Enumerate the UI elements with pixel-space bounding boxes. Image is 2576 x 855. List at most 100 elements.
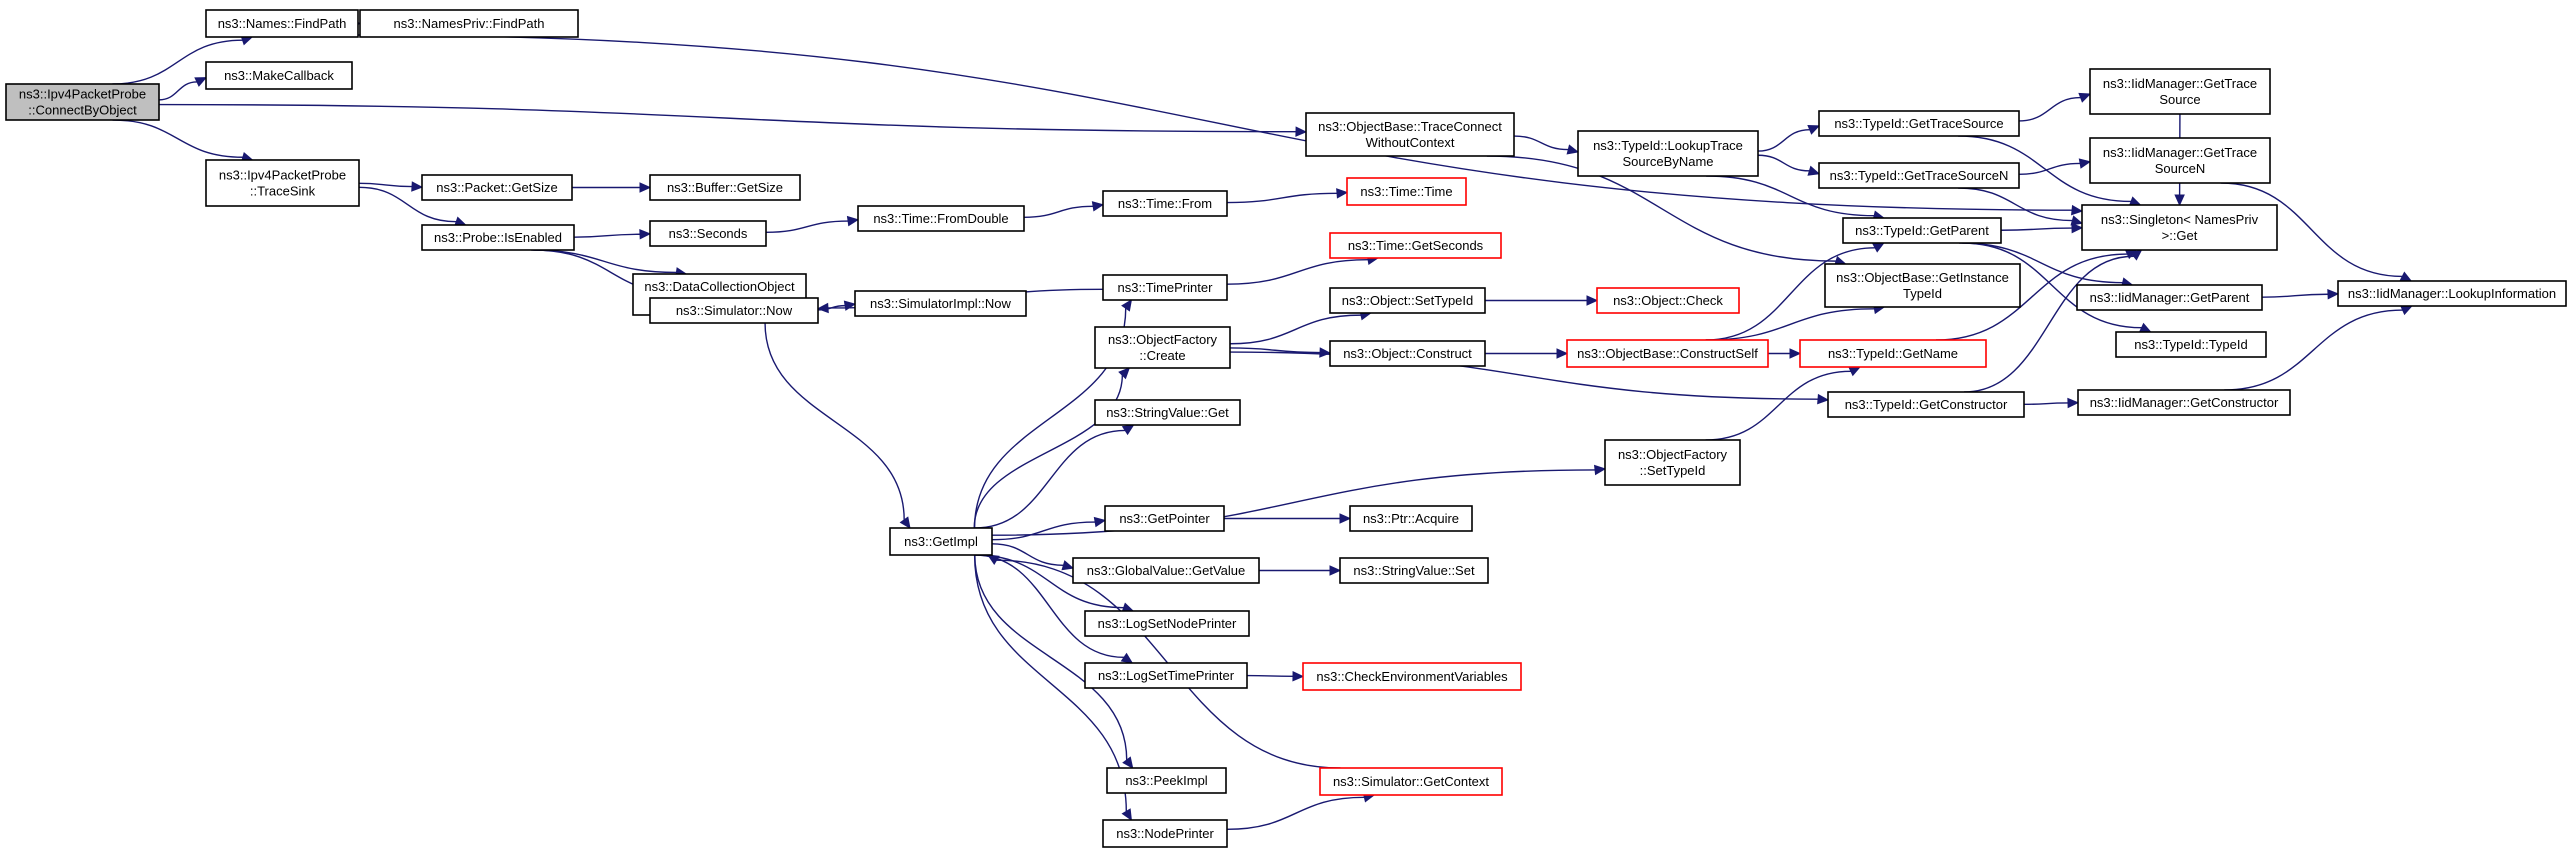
node-box[interactable] [857, 205, 1025, 232]
node-box[interactable] [1349, 505, 1473, 532]
node-box[interactable] [2089, 137, 2271, 184]
node-box[interactable] [205, 9, 359, 38]
node-box[interactable] [1818, 110, 2020, 137]
node-box[interactable] [1302, 662, 1522, 691]
node-object-check[interactable]: ns3::Object::Check [1596, 287, 1740, 314]
node-box[interactable] [359, 9, 579, 38]
node-getpointer[interactable]: ns3::GetPointer [1104, 505, 1225, 532]
node-box[interactable] [1106, 767, 1227, 794]
node-time-fromdouble[interactable]: ns3::Time::FromDouble [857, 205, 1025, 232]
node-nodeprinter[interactable]: ns3::NodePrinter [1102, 819, 1228, 848]
node-iidmanager-getparent[interactable]: ns3::IidManager::GetParent [2076, 284, 2263, 311]
node-box[interactable] [1842, 217, 2002, 244]
node-box[interactable] [2077, 389, 2291, 416]
node-objectbase-traceconnectwithoutcontext[interactable]: ns3::ObjectBase::TraceConnectWithoutCont… [1305, 112, 1515, 157]
node-time-from[interactable]: ns3::Time::From [1102, 190, 1228, 217]
node-iidmanager-getconstructor[interactable]: ns3::IidManager::GetConstructor [2077, 389, 2291, 416]
node-box[interactable] [1566, 339, 1769, 368]
node-box[interactable] [889, 527, 993, 556]
node-box[interactable] [1818, 162, 2020, 189]
node-box[interactable] [1084, 662, 1248, 689]
node-box[interactable] [1319, 767, 1503, 796]
node-box[interactable] [854, 290, 1027, 317]
node-box[interactable] [205, 61, 353, 90]
node-box[interactable] [2076, 284, 2263, 311]
node-box[interactable] [1799, 339, 1987, 368]
node-box[interactable] [1072, 557, 1260, 584]
node-stringvalue-set[interactable]: ns3::StringValue::Set [1339, 557, 1489, 584]
node-logsetnodeprinter[interactable]: ns3::LogSetNodePrinter [1084, 610, 1250, 637]
node-box[interactable] [1102, 190, 1228, 217]
node-ipv4packetprobe-connectbyobject[interactable]: ns3::Ipv4PacketProbe::ConnectByObject [5, 83, 160, 121]
node-typeid-gettracesource[interactable]: ns3::TypeId::GetTraceSource [1818, 110, 2020, 137]
node-objectfactory-create[interactable]: ns3::ObjectFactory::Create [1094, 326, 1231, 369]
node-box[interactable] [649, 220, 767, 247]
node-box[interactable] [1824, 263, 2021, 308]
node-logsettimeprinter[interactable]: ns3::LogSetTimePrinter [1084, 662, 1248, 689]
node-makecallback[interactable]: ns3::MakeCallback [205, 61, 353, 90]
node-box[interactable] [649, 174, 801, 201]
node-box[interactable] [1094, 399, 1241, 426]
node-box[interactable] [1339, 557, 1489, 584]
node-simulator-now[interactable]: ns3::Simulator::Now [649, 297, 819, 324]
node-timeprinter[interactable]: ns3::TimePrinter [1102, 274, 1228, 301]
node-box[interactable] [649, 297, 819, 324]
node-typeid-getname[interactable]: ns3::TypeId::GetName [1799, 339, 1987, 368]
node-box[interactable] [1346, 177, 1467, 206]
node-box[interactable] [1827, 391, 2025, 418]
node-time-getseconds[interactable]: ns3::Time::GetSeconds [1329, 232, 1502, 259]
node-box[interactable] [2089, 68, 2271, 115]
node-typeid-gettracesourcen[interactable]: ns3::TypeId::GetTraceSourceN [1818, 162, 2020, 189]
node-packet-getsize[interactable]: ns3::Packet::GetSize [421, 174, 573, 201]
node-objectfactory-settypeid[interactable]: ns3::ObjectFactory::SetTypeId [1604, 439, 1741, 486]
node-box[interactable] [1329, 232, 1502, 259]
node-globalvalue-getvalue[interactable]: ns3::GlobalValue::GetValue [1072, 557, 1260, 584]
node-box[interactable] [1596, 287, 1740, 314]
node-box[interactable] [205, 159, 360, 207]
node-typeid-getconstructor[interactable]: ns3::TypeId::GetConstructor [1827, 391, 2025, 418]
node-getimpl[interactable]: ns3::GetImpl [889, 527, 993, 556]
node-objectbase-constructself[interactable]: ns3::ObjectBase::ConstructSelf [1566, 339, 1769, 368]
node-box[interactable] [5, 83, 160, 121]
node-box[interactable] [1102, 819, 1228, 848]
node-box[interactable] [421, 224, 575, 251]
node-time-time[interactable]: ns3::Time::Time [1346, 177, 1467, 206]
edge-n28-to-n19 [986, 554, 1341, 769]
node-box[interactable] [1329, 340, 1486, 367]
node-box[interactable] [2081, 204, 2278, 251]
node-box[interactable] [1084, 610, 1250, 637]
node-buffer-getsize[interactable]: ns3::Buffer::GetSize [649, 174, 801, 201]
node-box[interactable] [1329, 287, 1486, 314]
node-simulator-getcontext[interactable]: ns3::Simulator::GetContext [1319, 767, 1503, 796]
node-box[interactable] [1577, 130, 1759, 177]
node-names-findpath[interactable]: ns3::Names::FindPath [205, 9, 359, 38]
node-box[interactable] [2115, 331, 2267, 358]
node-peekimpl[interactable]: ns3::PeekImpl [1106, 767, 1227, 794]
node-typeid-typeid[interactable]: ns3::TypeId::TypeId [2115, 331, 2267, 358]
node-iidmanager-gettracesource[interactable]: ns3::IidManager::GetTraceSource [2089, 68, 2271, 115]
node-iidmanager-lookupinformation[interactable]: ns3::IidManager::LookupInformation [2337, 280, 2567, 307]
node-box[interactable] [1604, 439, 1741, 486]
node-singleton-namespriv-get[interactable]: ns3::Singleton< NamesPriv >::Get [2081, 204, 2278, 251]
node-box[interactable] [421, 174, 573, 201]
node-checkenvironmentvariables[interactable]: ns3::CheckEnvironmentVariables [1302, 662, 1522, 691]
node-box[interactable] [1104, 505, 1225, 532]
node-ptr-acquire[interactable]: ns3::Ptr::Acquire [1349, 505, 1473, 532]
node-seconds[interactable]: ns3::Seconds [649, 220, 767, 247]
node-box[interactable] [2337, 280, 2567, 307]
node-typeid-getparent[interactable]: ns3::TypeId::GetParent [1842, 217, 2002, 244]
node-probe-isenabled[interactable]: ns3::Probe::IsEnabled [421, 224, 575, 251]
node-iidmanager-gettracesourcen[interactable]: ns3::IidManager::GetTraceSourceN [2089, 137, 2271, 184]
node-box[interactable] [1094, 326, 1231, 369]
node-object-settypeid[interactable]: ns3::Object::SetTypeId [1329, 287, 1486, 314]
arrowhead [2129, 249, 2143, 261]
node-box[interactable] [1305, 112, 1515, 157]
node-namespriv-findpath[interactable]: ns3::NamesPriv::FindPath [359, 9, 579, 38]
node-object-construct[interactable]: ns3::Object::Construct [1329, 340, 1486, 367]
node-ipv4packetprobe-tracesink[interactable]: ns3::Ipv4PacketProbe::TraceSink [205, 159, 360, 207]
node-stringvalue-get[interactable]: ns3::StringValue::Get [1094, 399, 1241, 426]
node-simulatorimpl-now[interactable]: ns3::SimulatorImpl::Now [854, 290, 1027, 317]
node-box[interactable] [1102, 274, 1228, 301]
